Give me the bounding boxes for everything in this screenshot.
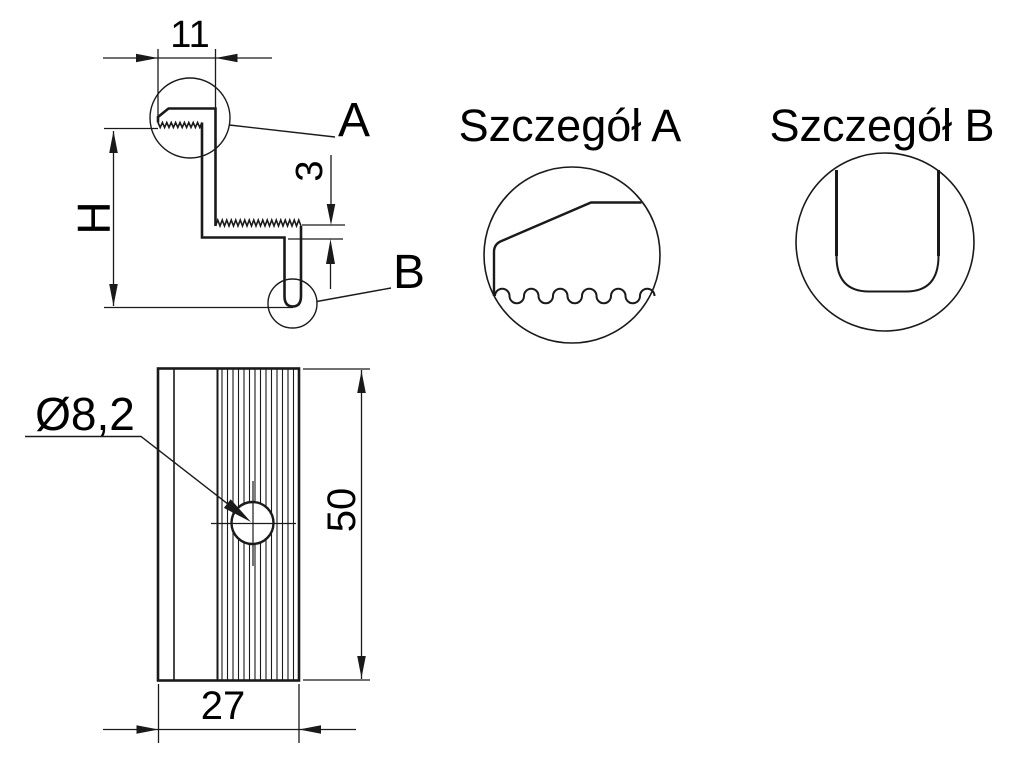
detail-a-marker-circle [149,77,231,159]
dim-hole-value: Ø8,2 [35,388,135,440]
callout-hole-diameter: Ø8,2 [25,388,251,522]
dim-50-arrow-bottom [357,656,366,678]
dim-height: H [68,127,293,309]
profile-channel-u-bottom [283,295,303,308]
dim-11-arrow-right [215,53,238,63]
dim-50-value: 50 [320,488,364,533]
detail-b-marker-circle [267,278,318,329]
plan-outline [156,367,301,682]
dim-h-value: H [68,201,120,234]
detail-a-hook-edge [492,201,642,296]
dim-50-extension-lines [303,368,370,681]
hole-leader-line [25,435,243,516]
detail-b-label: B [393,246,425,299]
dim-27-value: 27 [201,684,246,728]
profile-web-and-flange-outline [200,122,286,296]
detail-b-channel-u-bottom [835,255,940,293]
profile-top-serration [157,120,203,130]
dim-50-arrow-top [357,371,366,393]
dim-27-arrow-left [136,725,159,734]
detail-a-circle [483,166,661,344]
detail-b-leader-line [316,287,392,303]
detail-b-circle [795,152,975,332]
plan-hole-centerlines [211,481,296,566]
detail-b-channel-walls [835,170,940,256]
detail-a-serration-wave [494,287,656,305]
dim-thickness: 3 [288,155,345,289]
profile-section-view: A B 11 H 3 [68,14,425,329]
dim-h-arrow-bottom [109,284,118,306]
dim-3-extension-lines [288,224,345,240]
dim-11-value: 11 [170,14,209,56]
dim-11-extension-lines [157,49,217,116]
detail-b-title: Szczegół B [769,100,994,151]
dim-11-arrow-left [136,53,158,63]
profile-bottom-serration [214,217,302,229]
dim-h-extension-lines [104,127,293,309]
dim-h-arrow-top [109,131,118,153]
hole-leader-arrow [223,499,251,522]
dim-3-arrow-up [326,239,335,264]
detail-a-view: Szczegół A [459,100,682,344]
dim-3-arrow-down [326,204,336,225]
plan-view: Ø8,2 50 27 [25,367,370,743]
dim-top-width: 11 [103,14,272,116]
dim-3-value: 3 [289,160,331,181]
detail-a-leader-line [229,124,336,138]
dim-length: 50 [303,368,370,681]
detail-b-view: Szczegół B [769,100,995,332]
dim-27-arrow-right [299,725,321,734]
detail-a-title: Szczegół A [459,100,682,151]
dim-width: 27 [103,684,356,743]
detail-a-label: A [338,94,370,147]
profile-top-hook-outline [156,107,217,226]
dim-27-extension-lines [157,684,300,743]
